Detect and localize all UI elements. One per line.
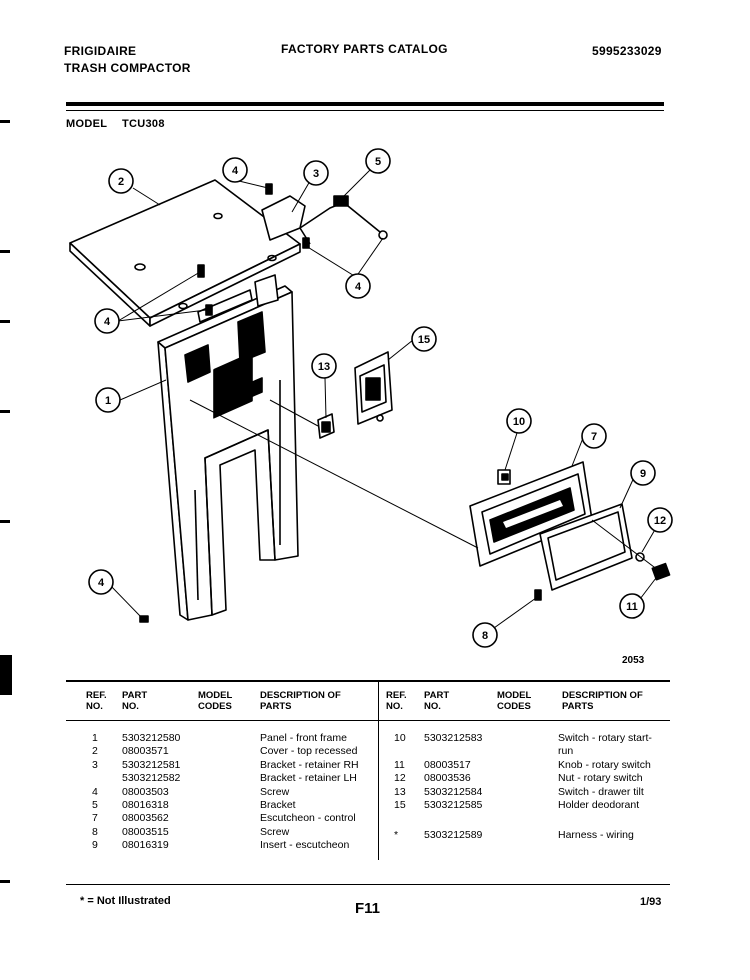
table-top-rule: [66, 680, 670, 682]
table-header-rule: [66, 720, 670, 721]
svg-text:12: 12: [654, 515, 666, 527]
escutcheon-insert-part: [539, 503, 633, 591]
callout-4: 4: [345, 273, 371, 299]
col-header-model: MODEL CODES: [497, 690, 532, 712]
table-row: run: [558, 745, 574, 758]
model-value: TCU308: [122, 118, 165, 130]
callout-2: 2: [108, 168, 134, 194]
col-header-ref: REF. NO.: [386, 690, 407, 712]
margin-mark: [0, 520, 10, 523]
callout-4: 4: [88, 569, 114, 595]
rotary-switch-part: [497, 469, 511, 485]
screw-parts: [139, 183, 542, 623]
svg-text:4: 4: [355, 281, 362, 293]
col-header-desc: DESCRIPTION OF PARTS: [562, 690, 643, 712]
product-name: TRASH COMPACTOR: [64, 61, 191, 75]
svg-text:11: 11: [626, 601, 638, 613]
header-rule: [66, 102, 664, 106]
callout-1: 1: [95, 387, 121, 413]
col-header-ref: REF. NO.: [86, 690, 107, 712]
svg-text:4: 4: [98, 577, 105, 589]
callout-7: 7: [581, 423, 607, 449]
callout-8: 8: [472, 622, 498, 648]
callout-11: 11: [619, 593, 645, 619]
col-header-desc: DESCRIPTION OF PARTS: [260, 690, 341, 712]
svg-text:10: 10: [513, 416, 525, 428]
header-rule-thin: [66, 110, 664, 111]
svg-text:4: 4: [232, 165, 239, 177]
svg-text:1: 1: [105, 395, 111, 407]
table-row: [394, 812, 670, 829]
svg-text:7: 7: [591, 431, 597, 443]
publish-date: 1/93: [640, 896, 662, 908]
catalog-number: 5995233029: [592, 44, 662, 58]
svg-text:15: 15: [418, 334, 430, 346]
deodorant-holder-part: [354, 351, 393, 425]
svg-text:9: 9: [640, 468, 646, 480]
col-header-part: PART NO.: [424, 690, 450, 712]
svg-text:4: 4: [104, 316, 111, 328]
svg-text:5: 5: [375, 156, 381, 168]
svg-text:3: 3: [313, 168, 319, 180]
page-number: F11: [355, 900, 381, 917]
col-header-model: MODEL CODES: [198, 690, 233, 712]
svg-text:13: 13: [318, 361, 330, 373]
callout-4: 4: [222, 157, 248, 183]
bracket-assembly-part: [261, 195, 388, 245]
footnote: * = Not Illustrated: [80, 895, 171, 907]
table-bottom-rule: [66, 884, 670, 885]
margin-mark: [0, 410, 10, 413]
margin-mark: [0, 880, 10, 883]
callout-10: 10: [506, 408, 532, 434]
callout-9: 9: [630, 460, 656, 486]
top-cover-part: [69, 179, 301, 327]
svg-text:2: 2: [118, 176, 124, 188]
margin-mark: [0, 120, 10, 123]
model-label: MODEL: [66, 118, 108, 130]
table-divider: [378, 682, 379, 860]
callout-15: 15: [411, 326, 437, 352]
diagram-number: 2053: [622, 655, 645, 666]
front-frame-panel-part: [157, 285, 299, 621]
callout-4: 4: [94, 308, 120, 334]
callout-13: 13: [311, 353, 337, 379]
catalog-title: FACTORY PARTS CATALOG: [281, 42, 448, 56]
margin-mark: [0, 250, 10, 253]
callout-5: 5: [365, 148, 391, 174]
brand-name: FRIGIDAIRE: [64, 44, 137, 58]
margin-mark: [0, 320, 10, 323]
col-header-part: PART NO.: [122, 690, 148, 712]
svg-text:8: 8: [482, 630, 488, 642]
drawer-tilt-switch-part: [317, 413, 335, 439]
exploded-parts-diagram: 2 4 3 5 4 4 1 13 15 10 7 9 12 11 8 4 205…: [69, 148, 673, 666]
margin-mark: [0, 655, 12, 695]
callout-3: 3: [303, 160, 329, 186]
callout-12: 12: [647, 507, 673, 533]
